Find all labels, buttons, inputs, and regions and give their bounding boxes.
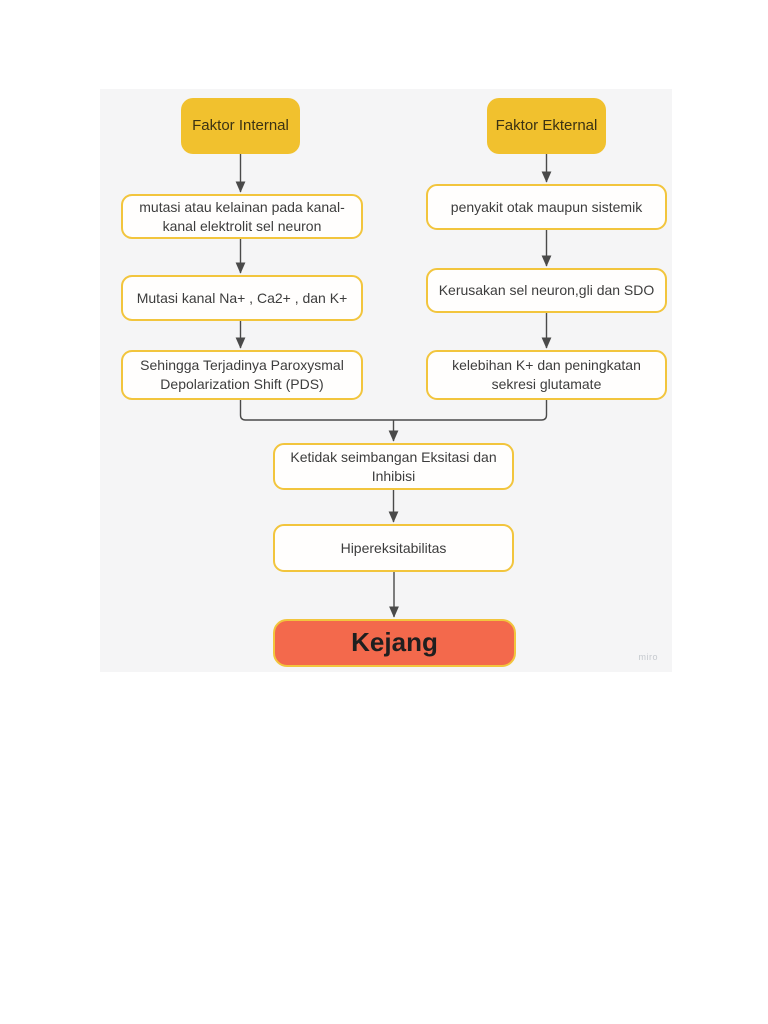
node-label: Ketidak seimbangan Eksitasi dan Inhibisi [290, 448, 497, 484]
node-label: Mutasi kanal Na+ , Ca2+ , dan K+ [136, 289, 348, 306]
node-pds: Sehingga Terjadinya Paroxysmal Depolariz… [121, 350, 363, 400]
node-label: Faktor Internal [192, 116, 289, 134]
flowchart-canvas: Faktor Internal Faktor Ekternal mutasi a… [100, 89, 672, 672]
node-kejang: Kejang [273, 619, 516, 667]
node-kerusakan-sel: Kerusakan sel neuron,gli dan SDO [426, 268, 667, 313]
node-label: Sehingga Terjadinya Paroxysmal Depolariz… [140, 357, 344, 392]
node-label: Kejang [351, 627, 438, 658]
node-ketidakseimbangan: Ketidak seimbangan Eksitasi dan Inhibisi [273, 443, 514, 490]
node-label: kelebihan K+ dan peningkatan sekresi glu… [452, 357, 641, 392]
node-faktor-ekternal: Faktor Ekternal [487, 98, 606, 154]
node-mutasi-kanal: Mutasi kanal Na+ , Ca2+ , dan K+ [121, 275, 363, 321]
node-faktor-internal: Faktor Internal [181, 98, 300, 154]
node-label: Faktor Ekternal [495, 116, 598, 134]
node-label: mutasi atau kelainan pada kanal-kanal el… [139, 198, 345, 234]
node-penyakit-otak: penyakit otak maupun sistemik [426, 184, 667, 230]
node-kelebihan-k: kelebihan K+ dan peningkatan sekresi glu… [426, 350, 667, 400]
node-hipereksitabilitas: Hipereksitabilitas [273, 524, 514, 572]
node-label: Hipereksitabilitas [340, 539, 447, 556]
node-label: penyakit otak maupun sistemik [450, 198, 643, 215]
node-label: Kerusakan sel neuron,gli dan SDO [438, 282, 655, 299]
miro-watermark: miro [638, 652, 658, 662]
node-mutasi-kelainan: mutasi atau kelainan pada kanal-kanal el… [121, 194, 363, 239]
